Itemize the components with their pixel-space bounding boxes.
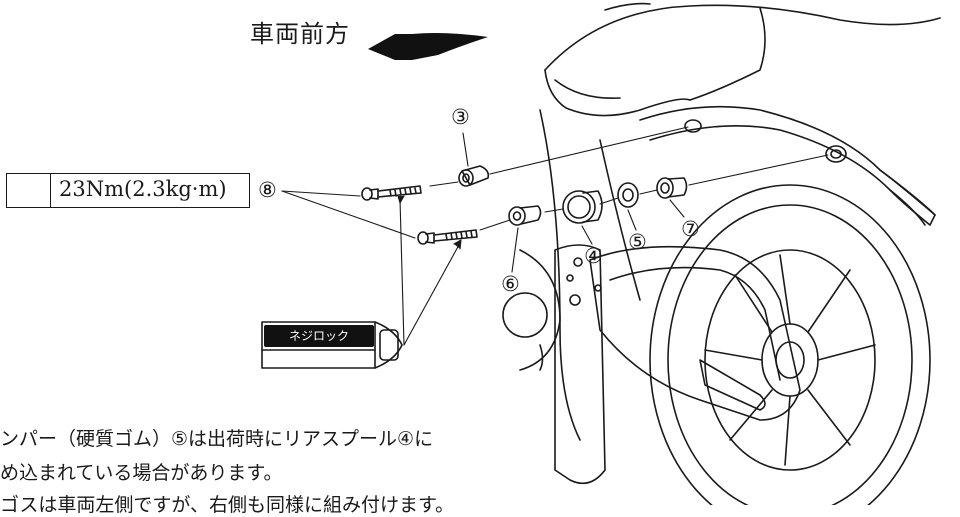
front-direction-label: 車両前方 xyxy=(250,20,350,48)
leader-lines xyxy=(281,132,685,346)
torque-icon-cell xyxy=(7,174,51,207)
callout-7: ⑦ xyxy=(681,217,700,241)
bolt-lower-part xyxy=(417,229,478,245)
motorcycle-illustration xyxy=(502,2,941,505)
spacer-3-part xyxy=(458,165,490,187)
bolt-upper-part xyxy=(361,185,422,201)
collar-6-part xyxy=(508,205,542,226)
damper-5-part xyxy=(617,182,639,208)
callout-6: ⑥ xyxy=(501,272,520,296)
torque-spec-box: 23Nm(2.3kg·m) xyxy=(6,173,250,208)
collar-7-part xyxy=(656,177,688,199)
torque-value: 23Nm(2.3kg·m) xyxy=(59,177,227,201)
callout-3: ③ xyxy=(451,105,470,129)
note-line-1: ンパー（硬質ゴム）⑤は出荷時にリアスプール④に xyxy=(0,428,434,450)
callout-5: ⑤ xyxy=(628,230,647,254)
thread-locker-label: ネジロック xyxy=(264,325,374,347)
note-line-3: ゴスは車両左側ですが、右側も同様に組み付けます。 xyxy=(0,494,455,516)
assembly-lines xyxy=(429,126,829,231)
front-direction-arrow xyxy=(368,33,488,60)
rear-spool-4-part xyxy=(562,190,603,224)
callout-8: ⑧ xyxy=(258,178,277,202)
callout-4: ④ xyxy=(584,244,603,268)
note-line-2: め込まれている場合があります。 xyxy=(0,462,283,484)
